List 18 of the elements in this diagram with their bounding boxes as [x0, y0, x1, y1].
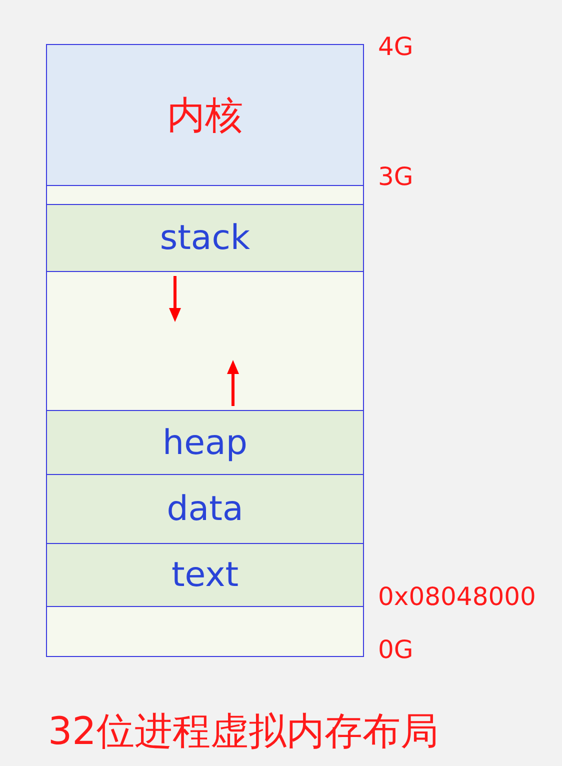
address-label: 4G [378, 34, 414, 59]
caption: 32位进程虚拟内存布局 [48, 712, 438, 750]
memory-segment [46, 410, 364, 475]
segment-label: heap [162, 426, 248, 460]
memory-segment [46, 606, 364, 657]
segment-label: 内核 [167, 96, 243, 134]
segment-label: text [171, 558, 239, 592]
address-label: 0x08048000 [378, 584, 536, 609]
memory-segment [46, 543, 364, 607]
segment-label: stack [160, 221, 250, 255]
address-label: 0G [378, 637, 414, 662]
memory-segment [46, 204, 364, 272]
address-label: 3G [378, 164, 414, 189]
memory-segment [46, 185, 364, 205]
memory-segment [46, 474, 364, 544]
memory-segment [46, 44, 364, 186]
segment-label: data [166, 492, 244, 526]
memory-segment [46, 271, 364, 411]
